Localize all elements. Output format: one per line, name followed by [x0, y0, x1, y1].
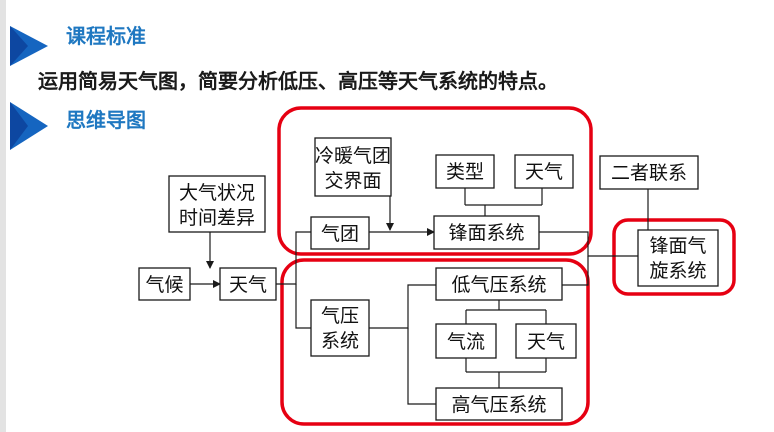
node-low-pressure: 低气压系统 [435, 267, 563, 301]
svg-text:类型: 类型 [446, 161, 484, 183]
mind-map-heading: 思维导图 [66, 108, 146, 132]
node-pressure-system: 气压 系统 [310, 299, 370, 357]
svg-text:气压: 气压 [321, 305, 359, 327]
connector-lines [190, 188, 649, 405]
svg-text:气候: 气候 [145, 274, 183, 296]
svg-text:天气: 天气 [525, 161, 563, 183]
node-both-link: 二者联系 [599, 155, 699, 190]
node-pressure-weather: 天气 [515, 323, 577, 359]
node-air-mass: 气团 [310, 216, 370, 250]
left-edge-bar [0, 0, 6, 432]
node-atmosphere-time-difference: 大气状况 时间差异 [168, 175, 266, 233]
svg-text:系统: 系统 [321, 330, 359, 352]
front-group-highlight [277, 106, 593, 256]
svg-text:冷暖气团: 冷暖气团 [315, 145, 391, 167]
node-weather-center: 天气 [219, 267, 277, 301]
course-standard-text: 运用简易天气图，简要分析低压、高压等天气系统的特点。 [38, 69, 558, 93]
node-front-type: 类型 [435, 154, 495, 189]
node-front-interface: 冷暖气团 交界面 [314, 137, 392, 197]
svg-text:高气压系统: 高气压系统 [451, 394, 546, 416]
svg-text:低气压系统: 低气压系统 [451, 274, 546, 296]
node-front-cyclone: 锋面气 旋系统 [637, 229, 719, 287]
svg-text:大气状况: 大气状况 [179, 182, 255, 204]
node-front-system: 锋面系统 [433, 215, 540, 250]
svg-text:锋面气: 锋面气 [649, 235, 706, 257]
node-airflow: 气流 [435, 323, 497, 359]
pressure-group-highlight [280, 258, 590, 426]
svg-text:天气: 天气 [527, 331, 565, 353]
node-climate: 气候 [138, 267, 191, 301]
svg-text:二者联系: 二者联系 [611, 162, 687, 184]
svg-text:时间差异: 时间差异 [179, 207, 255, 229]
svg-text:交界面: 交界面 [324, 170, 381, 192]
svg-text:气团: 气团 [321, 223, 359, 245]
svg-text:天气: 天气 [229, 274, 267, 296]
course-standard-heading: 课程标准 [66, 24, 146, 48]
node-high-pressure: 高气压系统 [435, 387, 563, 421]
svg-text:锋面系统: 锋面系统 [448, 222, 524, 244]
play-triangle-icon [10, 102, 48, 150]
svg-text:气流: 气流 [447, 331, 485, 353]
play-triangle-icon [10, 26, 48, 66]
cyclone-highlight [612, 218, 736, 296]
node-front-weather: 天气 [514, 154, 574, 189]
svg-text:旋系统: 旋系统 [649, 260, 706, 282]
